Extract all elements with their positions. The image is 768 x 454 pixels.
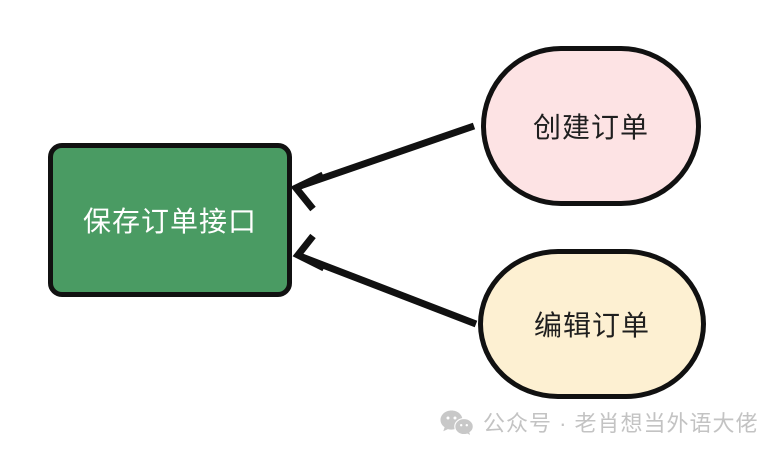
node-save-order-interface[interactable]: 保存订单接口 xyxy=(48,143,292,297)
node-edit-order-label: 编辑订单 xyxy=(533,310,650,341)
node-edit-order[interactable]: 编辑订单 xyxy=(478,249,706,399)
node-save-order-interface-label: 保存订单接口 xyxy=(82,206,257,237)
node-create-order[interactable]: 创建订单 xyxy=(481,46,701,206)
watermark: 公众号 · 老肖想当外语大佬 xyxy=(440,406,759,442)
edge-edit-to-save xyxy=(292,233,478,328)
watermark-text: 公众号 · 老肖想当外语大佬 xyxy=(483,411,759,436)
edge-create-to-save xyxy=(290,122,476,212)
node-create-order-label: 创建订单 xyxy=(532,112,649,143)
wechat-icon xyxy=(440,410,474,438)
